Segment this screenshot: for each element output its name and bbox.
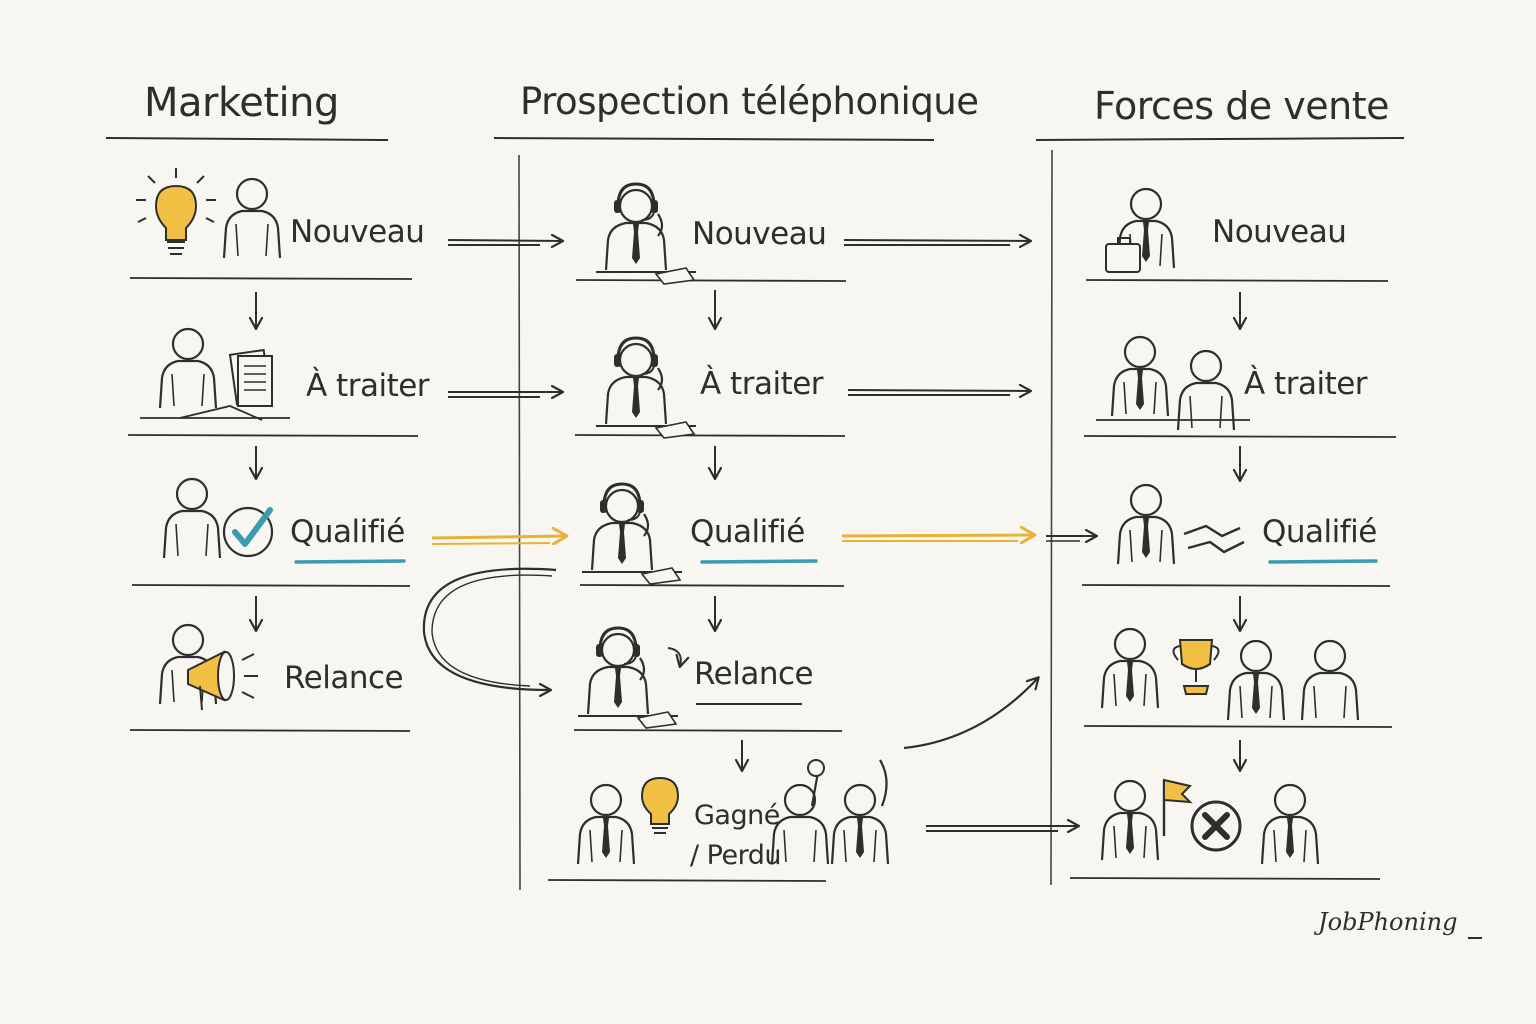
marketing-stage-relance: Relance — [284, 660, 404, 696]
marketing-stage-qualifie: Qualifié — [290, 514, 405, 550]
prospection-outcome-gagne: Gagné — [694, 800, 780, 831]
ventes-stage-nouveau: Nouveau — [1212, 214, 1347, 250]
raised-arm-icon — [879, 759, 888, 807]
flag-icon — [1162, 778, 1193, 836]
megaphone-icon — [187, 650, 258, 711]
person-icon — [576, 783, 636, 866]
person-icon — [1116, 483, 1176, 566]
header-underline — [1035, 137, 1405, 141]
prospection-stage-qualifie: Qualifié — [690, 514, 805, 550]
prospection-outcome-perdu: / Perdu — [690, 840, 782, 871]
column-divider — [1050, 149, 1053, 886]
headset-person-icon — [594, 182, 698, 286]
person-icon — [222, 177, 282, 260]
prospection-stage-a-traiter: À traiter — [700, 366, 824, 402]
marketing-stage-nouveau: Nouveau — [290, 214, 425, 250]
ventes-stage-qualifie: Qualifié — [1262, 514, 1377, 550]
person-icon — [1226, 639, 1286, 722]
raised-fist-icon — [810, 771, 820, 807]
qualified-underline — [294, 559, 1378, 564]
refresh-arrow-icon — [667, 647, 681, 666]
person-icon — [1260, 783, 1320, 866]
person-icon — [1110, 335, 1170, 418]
checkmark-icon — [222, 506, 274, 558]
down-arrows — [256, 290, 1240, 770]
x-circle-icon — [1190, 800, 1242, 852]
qualified-arrows — [431, 535, 1096, 544]
prospection-stage-relance: Relance — [694, 656, 814, 692]
row-baselines — [127, 277, 1397, 882]
person-icon — [1100, 627, 1160, 710]
marketing-stage-a-traiter: À traiter — [306, 368, 430, 404]
column-title-prospection: Prospection téléphonique — [520, 80, 979, 123]
person-icon — [830, 783, 890, 866]
trophy-icon — [1172, 639, 1220, 695]
column-title-ventes: Forces de vente — [1094, 84, 1390, 128]
column-divider — [518, 154, 521, 891]
relance-curve-arrow — [903, 678, 1038, 750]
person-icon — [1100, 779, 1160, 862]
column-title-marketing: Marketing — [144, 80, 339, 126]
loop-arrow — [422, 567, 557, 690]
prospection-stage-nouveau: Nouveau — [692, 216, 827, 252]
lightbulb-icon — [640, 776, 680, 834]
horizontal-arrows — [447, 240, 1078, 831]
brand-logo: JobPhoning — [1318, 908, 1458, 936]
documents-icon — [228, 348, 273, 407]
ventes-stage-a-traiter: À traiter — [1244, 366, 1368, 402]
person-icon — [158, 327, 218, 410]
header-underline — [105, 137, 389, 141]
briefcase-icon — [1105, 237, 1141, 273]
headset-person-icon — [580, 482, 684, 586]
headset-person-icon — [576, 626, 680, 730]
person-icon — [1300, 639, 1360, 722]
loop-arrow — [431, 574, 553, 687]
desk-icon — [140, 405, 290, 421]
headset-person-icon — [594, 336, 698, 440]
person-icon — [1176, 349, 1236, 432]
header-underline — [493, 137, 935, 141]
raised-fist-icon — [807, 759, 825, 777]
handshake-icon — [1183, 524, 1245, 554]
lightbulb-icon — [136, 168, 216, 255]
person-icon — [162, 477, 222, 560]
